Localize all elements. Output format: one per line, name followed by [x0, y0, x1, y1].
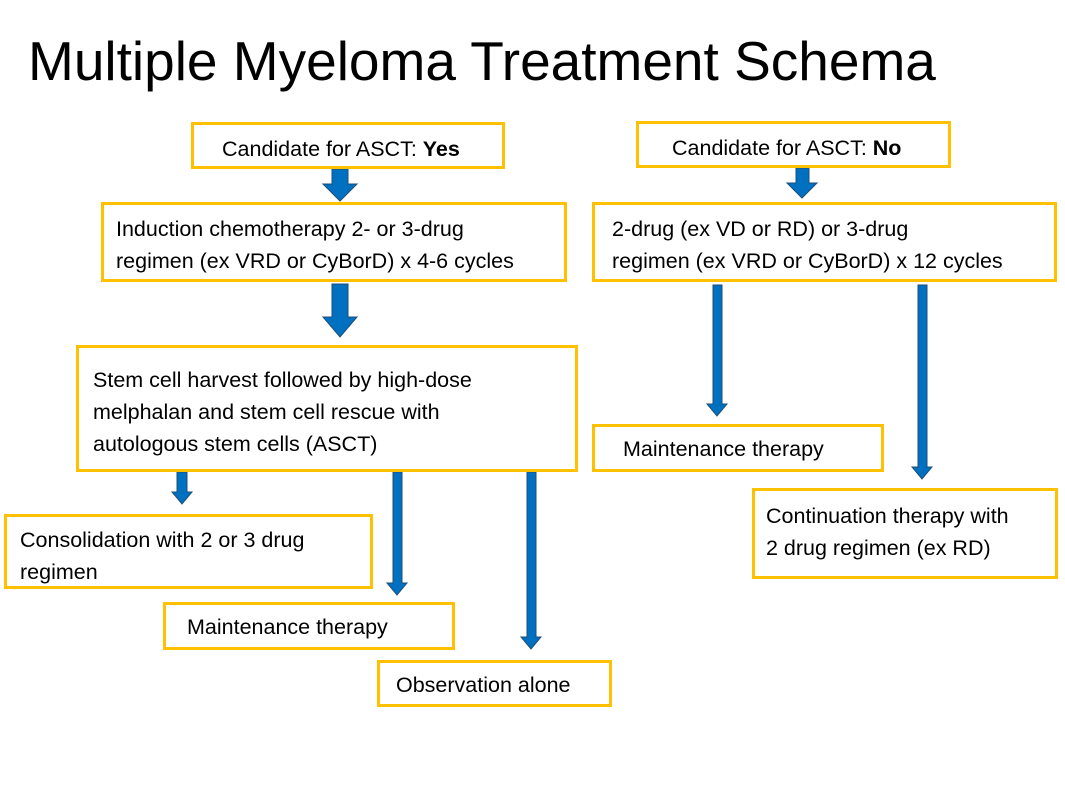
- arrow-no-to-regimen: [785, 167, 819, 199]
- regimen-line-2: regimen (ex VRD or CyBorD) x 12 cycles: [612, 249, 1003, 273]
- induction-line-1: Induction chemotherapy 2- or 3-drug: [116, 217, 464, 241]
- arrow-asct-to-observation: [519, 471, 543, 650]
- arrow-regimen-to-maintenance: [705, 284, 729, 417]
- candidate-yes-label: Candidate for ASCT:: [222, 137, 423, 161]
- asct-box: Stem cell harvest followed by high-dose …: [76, 345, 578, 472]
- candidate-yes-box: Candidate for ASCT: Yes: [191, 122, 505, 169]
- maintenance-right-box: Maintenance therapy: [592, 424, 884, 472]
- page-title: Multiple Myeloma Treatment Schema: [28, 30, 936, 92]
- induction-line-2: regimen (ex VRD or CyBorD) x 4-6 cycles: [116, 249, 514, 273]
- regimen-box: 2-drug (ex VD or RD) or 3-drug regimen (…: [592, 202, 1057, 282]
- continuation-box: Continuation therapy with 2 drug regimen…: [752, 488, 1058, 579]
- consolidation-box: Consolidation with 2 or 3 drug regimen: [4, 514, 373, 589]
- asct-line-1: Stem cell harvest followed by high-dose: [93, 368, 472, 392]
- arrow-asct-to-consolidation: [170, 471, 194, 505]
- candidate-no-value: No: [872, 136, 902, 160]
- continuation-line-1: Continuation therapy with: [766, 504, 1009, 528]
- candidate-yes-value: Yes: [422, 137, 460, 161]
- candidate-no-box: Candidate for ASCT: No: [636, 121, 951, 168]
- asct-line-3: autologous stem cells (ASCT): [93, 432, 378, 456]
- arrow-induction-to-asct: [321, 283, 359, 338]
- maintenance-right-label: Maintenance therapy: [623, 437, 824, 461]
- consolidation-line-1: Consolidation with 2 or 3 drug: [20, 528, 305, 552]
- maintenance-left-box: Maintenance therapy: [163, 602, 455, 650]
- arrow-yes-to-induction: [321, 168, 359, 202]
- arrow-asct-to-maintenance: [385, 471, 409, 596]
- candidate-no-label: Candidate for ASCT:: [672, 136, 873, 160]
- arrow-regimen-to-continuation: [910, 284, 934, 480]
- maintenance-left-label: Maintenance therapy: [187, 615, 388, 639]
- asct-line-2: melphalan and stem cell rescue with: [93, 400, 440, 424]
- observation-box: Observation alone: [377, 660, 612, 707]
- consolidation-line-2: regimen: [20, 560, 98, 584]
- regimen-line-1: 2-drug (ex VD or RD) or 3-drug: [612, 217, 909, 241]
- observation-label: Observation alone: [396, 673, 571, 697]
- continuation-line-2: 2 drug regimen (ex RD): [766, 536, 991, 560]
- induction-box: Induction chemotherapy 2- or 3-drug regi…: [101, 202, 567, 282]
